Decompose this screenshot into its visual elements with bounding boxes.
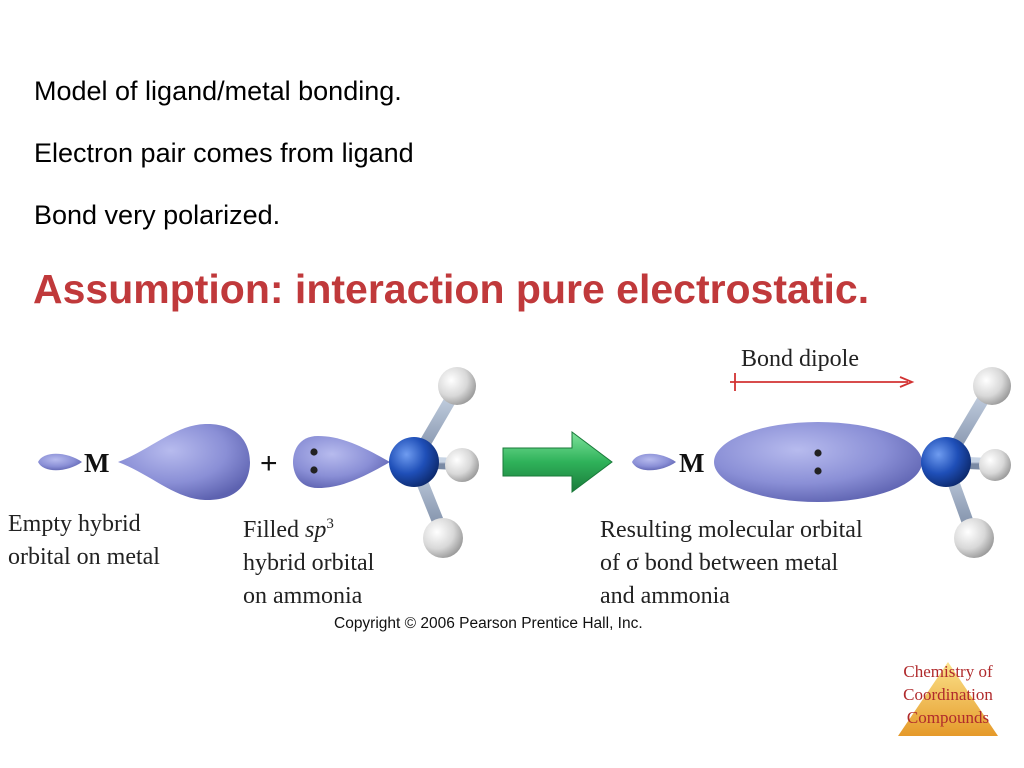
hydrogen-atom — [438, 367, 476, 405]
plus-sign: + — [260, 447, 278, 480]
reaction-arrow — [502, 431, 613, 493]
metal-symbol-right: M — [679, 448, 704, 478]
course-badge: Chemistry of Coordination Compounds — [903, 662, 993, 727]
bullet-1: Model of ligand/metal bonding. — [34, 76, 402, 106]
bond-dipole-arrow — [730, 373, 915, 391]
bullet-3: Bond very polarized. — [34, 200, 281, 230]
nitrogen-atom — [389, 437, 439, 487]
electron-pair-dot — [310, 466, 318, 474]
caption-filled-orbital: Filled sp3 hybrid orbital on ammonia — [243, 516, 375, 609]
caption-empty-orbital: Empty hybrid orbital on metal — [8, 511, 160, 570]
assumption-heading: Assumption: interaction pure electrostat… — [33, 266, 870, 312]
filled-sp3-orbital — [293, 436, 390, 488]
caption-molecular-orbital: Resulting molecular orbital of σ bond be… — [600, 517, 863, 609]
hydrogen-atom — [954, 518, 994, 558]
bullet-2: Electron pair comes from ligand — [34, 138, 414, 168]
metal-symbol-left: M — [84, 448, 109, 478]
electron-pair-dot — [310, 448, 318, 456]
electron-pair-dot — [814, 449, 822, 457]
hydrogen-atom — [423, 518, 463, 558]
copyright-notice: Copyright © 2006 Pearson Prentice Hall, … — [334, 615, 643, 632]
hydrogen-atom — [445, 448, 479, 482]
badge-triangle-icon — [898, 662, 998, 736]
bond-dipole-label: Bond dipole — [741, 346, 859, 372]
hydrogen-atom — [973, 367, 1011, 405]
molecular-orbital — [714, 422, 922, 502]
nitrogen-atom — [921, 437, 971, 487]
orbital-diagram: M + M Bond dipole — [38, 346, 1011, 558]
electron-pair-dot — [814, 467, 822, 475]
metal-back-lobe — [38, 453, 82, 471]
empty-hybrid-orbital — [118, 423, 250, 501]
hydrogen-atom — [979, 449, 1011, 481]
metal-back-lobe-right — [632, 453, 676, 471]
